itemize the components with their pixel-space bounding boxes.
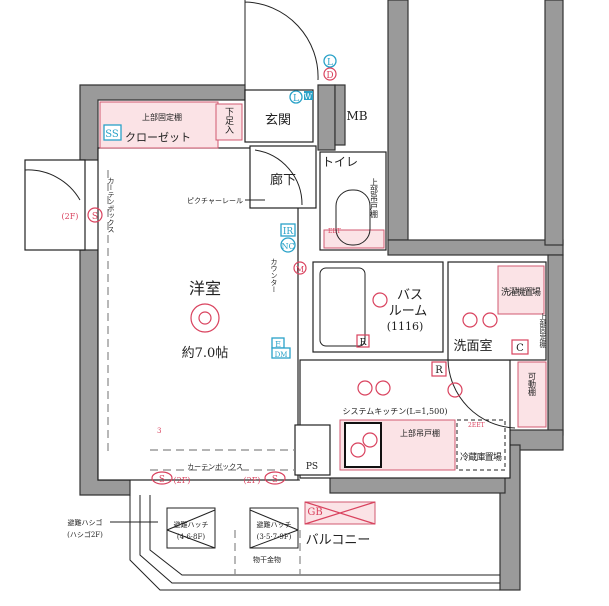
symbols: L D L W SS IR NC M E DM S (2F) S (2F) S …: [62, 54, 529, 518]
movable-shelf-label: 可動棚: [528, 372, 537, 397]
balcony: [129, 495, 500, 591]
washroom-shelf-label: 上部固定棚: [539, 312, 547, 349]
hallway-label: 廊下: [270, 172, 296, 188]
picture-rail-label: ピクチャーレール: [187, 197, 243, 205]
bathroom-size: (1116): [387, 320, 424, 333]
kitchen-cabinet-label: 上部吊戸棚: [400, 428, 440, 438]
outlet-count-label: 3: [157, 427, 161, 435]
washer-space: [497, 265, 545, 315]
counter-label: カウンター: [270, 258, 278, 293]
drying-hardware-label: 物干金物: [253, 555, 281, 564]
hatch1-floors: (4·6·8F): [177, 533, 205, 541]
hatch1-label: 避難ハッチ: [174, 520, 209, 529]
shoe-box: [215, 103, 243, 141]
pipe-space-label: PS: [306, 462, 318, 472]
hatch2-label: 避難ハッチ: [257, 520, 292, 529]
DM-label: DM: [275, 351, 288, 359]
hallway: [249, 145, 317, 209]
NC-label: NC: [281, 242, 294, 251]
side-door[interactable]: [24, 159, 86, 251]
curtain-box-left-label: カーテンボックス: [107, 177, 115, 233]
2F-label-bottom-left: (2F): [174, 476, 191, 485]
2F-label-left: (2F): [62, 212, 79, 221]
western-room-label: 洋室: [189, 279, 221, 298]
toilet-cabinet-label: 上部吊戸棚: [370, 178, 379, 219]
washroom-label: 洗面室: [453, 338, 492, 354]
GB-label: GB: [307, 507, 322, 518]
S-label-left: S: [92, 212, 98, 222]
outlet-D-label: D: [326, 71, 333, 81]
eet-label: EET: [328, 228, 341, 235]
SS-label: SS: [105, 129, 119, 140]
washer-space-label: 洗濯機置場: [501, 286, 541, 298]
walls: [79, 0, 564, 591]
movable-shelf: [517, 361, 547, 428]
W-label: W: [304, 92, 313, 101]
2F-label-bottom-right: (2F): [244, 476, 261, 485]
eet2-label: 2EET: [468, 422, 485, 429]
closet-label: クローゼット: [125, 131, 191, 144]
hatch2-floors: (3·5·7·9F): [257, 533, 292, 541]
fridge-space: [456, 419, 506, 471]
S-label-bottom-left: S: [159, 475, 165, 485]
light-L-label: L: [293, 94, 299, 104]
R-label-kitchen: R: [435, 365, 443, 376]
pipe-space: [294, 424, 331, 476]
western-room-size: 約7.0帖: [182, 346, 229, 361]
meter-box-label: MB: [346, 109, 367, 123]
closet-shelf-label: 上部固定棚: [142, 112, 182, 122]
escape-ladder-label: 避難ハシゴ: [68, 518, 103, 527]
toilet-label: トイレ: [322, 155, 358, 169]
R-label-bath: R: [360, 338, 367, 348]
bathroom-label-1: バス: [397, 288, 423, 303]
C-label: C: [516, 343, 524, 354]
S-label-bottom-right: S: [272, 475, 278, 485]
bathroom-label-2: ルーム: [389, 304, 428, 319]
fridge-space-label: 冷蔵庫置場: [460, 451, 502, 463]
curtain-box-bottom-label: カーテンボックス: [187, 463, 243, 471]
shoe-box-label: 下足入: [223, 107, 234, 134]
entrance-label: 玄関: [265, 113, 291, 128]
kitchen-label: システムキッチン(L=1,500): [343, 407, 448, 416]
E-label: E: [275, 340, 281, 349]
bathtub: [319, 267, 366, 347]
M-label: M: [296, 265, 304, 274]
escape-ladder-note: (ハシゴ2F): [67, 530, 103, 539]
toilet-bowl: [335, 189, 371, 246]
balcony-label: バルコニー: [306, 533, 371, 548]
entrance-door[interactable]: [244, 0, 319, 85]
outlet-L-label: L: [327, 58, 333, 68]
IR-label: IR: [283, 227, 294, 237]
